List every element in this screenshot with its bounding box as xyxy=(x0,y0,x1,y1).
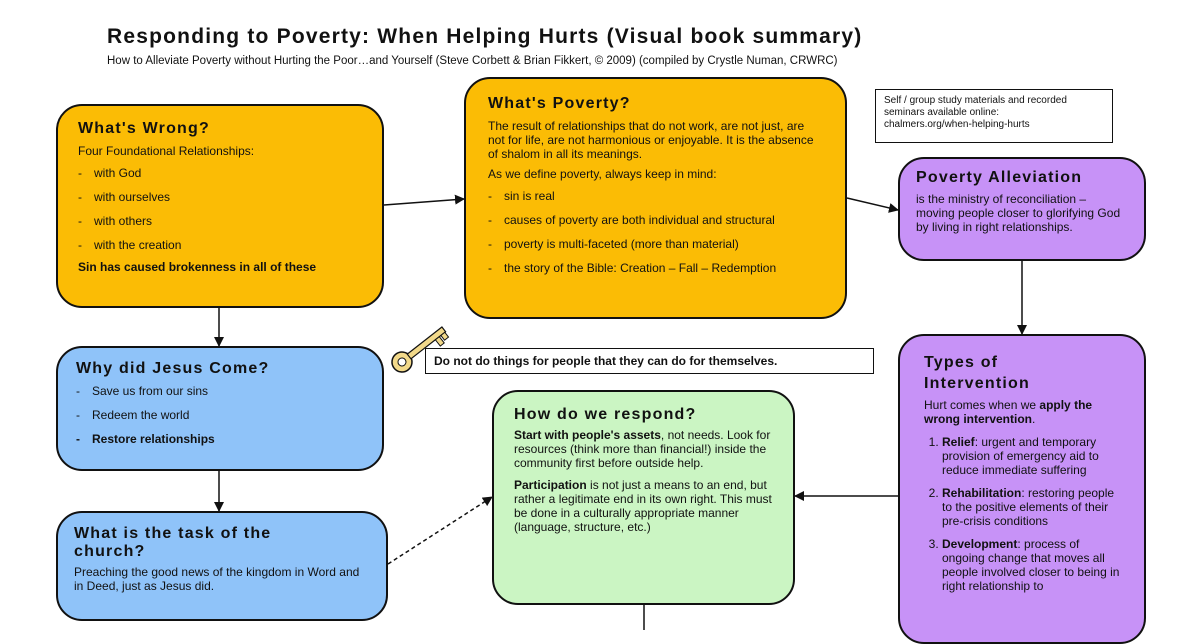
participation-emphasis: Participation xyxy=(514,478,587,492)
list-item: with God xyxy=(78,166,362,180)
whats-poverty-box: What's Poverty? The result of relationsh… xyxy=(464,77,847,319)
church-task-box: What is the task of the church? Preachin… xyxy=(56,511,388,621)
page-title: Responding to Poverty: When Helping Hurt… xyxy=(107,25,863,48)
list-item: Development: process of ongoing change t… xyxy=(942,537,1122,593)
list-item: the story of the Bible: Creation – Fall … xyxy=(488,261,823,275)
list-item: with the creation xyxy=(78,238,362,252)
list-item: Restore relationships xyxy=(76,432,364,446)
list-item: Relief: urgent and temporary provision o… xyxy=(942,435,1122,477)
church-task-text: Preaching the good news of the kingdom i… xyxy=(74,565,360,593)
list-item: with others xyxy=(78,214,362,228)
list-item: Redeem the world xyxy=(76,408,364,422)
list-item: Save us from our sins xyxy=(76,384,364,398)
arrow-church-to-respond xyxy=(387,496,493,565)
how-respond-box: How do we respond? Start with people's a… xyxy=(492,390,795,605)
poverty-points-list: sin is real causes of poverty are both i… xyxy=(488,189,823,275)
note-line: seminars available online: xyxy=(884,107,1000,118)
whats-wrong-box: What's Wrong? Four Foundational Relation… xyxy=(56,104,384,308)
church-task-heading: What is the task of the church? xyxy=(74,525,272,560)
why-jesus-box: Why did Jesus Come? Save us from our sin… xyxy=(56,346,384,471)
intervention-list: Relief: urgent and temporary provision o… xyxy=(924,435,1122,593)
list-item: sin is real xyxy=(488,189,823,203)
poverty-intro: As we define poverty, always keep in min… xyxy=(488,167,717,181)
list-item: with ourselves xyxy=(78,190,362,204)
list-item: poverty is multi-faceted (more than mate… xyxy=(488,237,823,251)
whats-wrong-heading: What's Wrong? xyxy=(78,120,210,137)
respond-paragraph-2: Participation is not just a means to an … xyxy=(514,478,772,534)
whats-wrong-intro: Four Foundational Relationships: xyxy=(78,144,255,158)
arrow-poverty-to-alleviation xyxy=(846,197,899,213)
respond-heading: How do we respond? xyxy=(514,406,697,423)
connector-arrows xyxy=(214,194,1027,630)
poverty-alleviation-box: Poverty Alleviation is the ministry of r… xyxy=(898,157,1146,261)
why-jesus-list: Save us from our sins Redeem the world R… xyxy=(76,384,364,446)
alleviation-heading: Poverty Alleviation xyxy=(916,169,1083,186)
whats-wrong-conclusion: Sin has caused brokenness in all of thes… xyxy=(78,260,317,274)
arrow-wrong-to-poverty xyxy=(383,194,465,206)
whats-poverty-heading: What's Poverty? xyxy=(488,95,631,112)
note-line: Self / group study materials and recorde… xyxy=(884,95,1067,106)
page-subtitle: How to Alleviate Poverty without Hurting… xyxy=(107,55,838,67)
intervention-intro: Hurt comes when we apply the wrong inter… xyxy=(924,398,1093,426)
respond-paragraph-1: Start with people's assets, not needs. L… xyxy=(514,428,771,470)
poverty-definition: The result of relationships that do not … xyxy=(488,119,814,161)
intervention-box: Types of Intervention Hurt comes when we… xyxy=(898,334,1146,644)
key-icon xyxy=(391,326,450,373)
assets-emphasis: Start with people's assets xyxy=(514,428,661,442)
relationships-list: with God with ourselves with others with… xyxy=(78,166,362,252)
alleviation-text: is the ministry of reconciliation – movi… xyxy=(916,192,1121,234)
list-item: Rehabilitation: restoring people to the … xyxy=(942,486,1122,528)
intervention-heading: Types of Intervention xyxy=(924,354,1030,392)
study-materials-note: Self / group study materials and recorde… xyxy=(875,89,1113,143)
why-jesus-heading: Why did Jesus Come? xyxy=(76,360,270,377)
key-tip: Do not do things for people that they ca… xyxy=(425,348,874,374)
list-item: causes of poverty are both individual an… xyxy=(488,213,823,227)
note-link[interactable]: chalmers.org/when-helping-hurts xyxy=(884,119,1030,130)
